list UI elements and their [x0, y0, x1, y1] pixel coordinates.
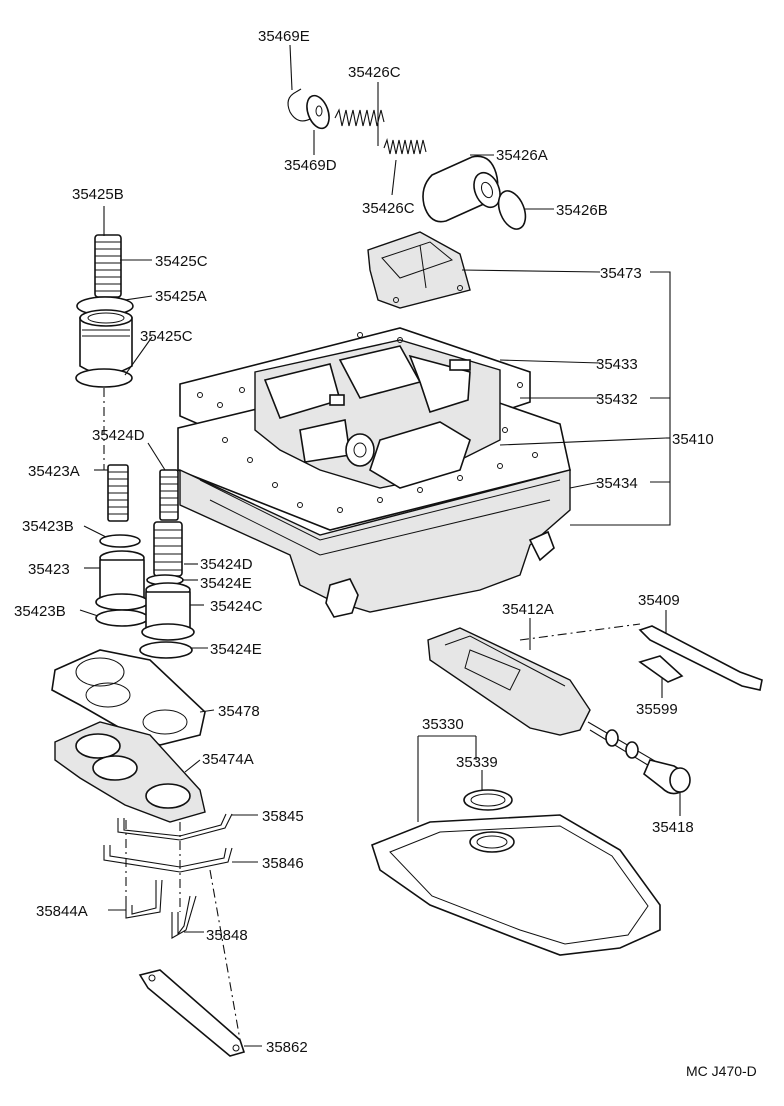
label-35330: 35330 — [422, 716, 464, 733]
spring-35423a — [107, 464, 129, 522]
cover-35473 — [367, 231, 471, 309]
label-35846: 35846 — [262, 855, 304, 872]
label-35425c-bottom: 35425C — [140, 328, 193, 345]
spring-35424d-b — [153, 521, 183, 577]
label-35425b: 35425B — [72, 186, 124, 203]
label-35848: 35848 — [206, 927, 248, 944]
label-35425c-top: 35425C — [155, 253, 208, 270]
label-35469d: 35469D — [284, 157, 337, 174]
label-35412a: 35412A — [502, 601, 554, 618]
gasket-35478 — [51, 649, 206, 746]
label-35478: 35478 — [218, 703, 260, 720]
label-35469e: 35469E — [258, 28, 310, 45]
label-35432: 35432 — [596, 391, 638, 408]
oring-35423b-bottom — [95, 609, 149, 627]
label-35862: 35862 — [266, 1039, 308, 1056]
label-35424e-bottom: 35424E — [210, 641, 262, 658]
valve-body-35410 — [177, 327, 571, 618]
part-labels: 35469E 35426C 35469D 35426A 35426C 35426… — [14, 28, 757, 1079]
label-35423b-bottom: 35423B — [14, 603, 66, 620]
piston-35426a — [422, 155, 501, 223]
label-35410: 35410 — [672, 431, 714, 448]
spring-35425b — [94, 234, 122, 298]
label-35426c-top: 35426C — [348, 64, 401, 81]
plate-35474a — [54, 721, 206, 823]
washer-35469d — [306, 94, 330, 130]
oring-35424e-bottom — [139, 641, 193, 659]
label-35339: 35339 — [456, 754, 498, 771]
label-35426b: 35426B — [556, 202, 608, 219]
spring-35424d-a — [159, 469, 179, 521]
label-35599: 35599 — [636, 701, 678, 718]
label-35473: 35473 — [600, 265, 642, 282]
spring-35426c-b — [383, 138, 427, 155]
leader-lines — [79, 44, 681, 1047]
strainer-35330 — [371, 814, 661, 956]
plate-35599 — [638, 655, 684, 683]
label-35418: 35418 — [652, 819, 694, 836]
label-35844a: 35844A — [36, 903, 88, 920]
piston-35424c — [141, 582, 195, 641]
bracket-35862 — [138, 969, 246, 1057]
centerline-d — [209, 869, 241, 1041]
label-35425a: 35425A — [155, 288, 207, 305]
label-35409: 35409 — [638, 592, 680, 609]
snap-ring-35469e — [287, 88, 313, 122]
oring-35425c — [75, 368, 133, 388]
label-35426a: 35426A — [496, 147, 548, 164]
oring-35339 — [463, 789, 513, 811]
label-35424d-mid: 35424D — [200, 556, 253, 573]
label-35845: 35845 — [262, 808, 304, 825]
cover-35426b — [497, 190, 527, 230]
label-35474a: 35474A — [202, 751, 254, 768]
piston-35423 — [95, 550, 149, 611]
label-35434: 35434 — [596, 475, 638, 492]
label-35424e-top: 35424E — [200, 575, 252, 592]
label-35423a: 35423A — [28, 463, 80, 480]
spring-35409 — [638, 625, 763, 691]
centerline-e — [519, 623, 641, 641]
label-35424d-top: 35424D — [92, 427, 145, 444]
label-35426c-bottom: 35426C — [362, 200, 415, 217]
spring-35426c-a — [334, 108, 385, 127]
solenoid-35418 — [587, 721, 691, 795]
oring-35423b-top — [99, 534, 141, 548]
piston-35425a — [76, 296, 134, 375]
pipe-35848 — [171, 895, 197, 939]
pipe-35844a — [125, 879, 163, 919]
figure-code: MC J470-D — [686, 1063, 757, 1079]
pipe-35846 — [103, 845, 233, 873]
body-35412a — [427, 627, 591, 736]
label-35433: 35433 — [596, 356, 638, 373]
label-35423: 35423 — [28, 561, 70, 578]
label-35423b-top: 35423B — [22, 518, 74, 535]
label-35424c: 35424C — [210, 598, 263, 615]
